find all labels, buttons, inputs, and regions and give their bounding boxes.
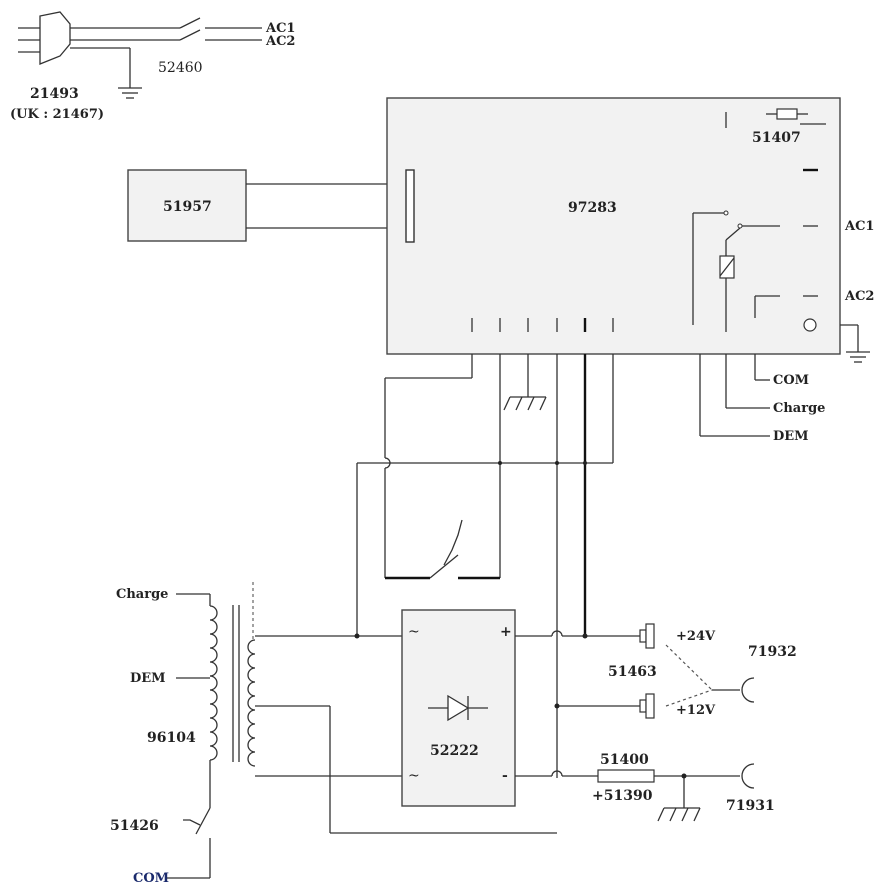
rect-plus-label: + bbox=[500, 624, 512, 640]
output-fuse bbox=[597, 769, 655, 783]
mains-switch bbox=[179, 17, 262, 41]
junction-dot bbox=[582, 633, 588, 639]
rect-ac-bottom-label: ~ bbox=[408, 768, 420, 784]
relay bbox=[692, 210, 818, 332]
junction-dot bbox=[681, 773, 687, 779]
junction-dot bbox=[354, 633, 360, 639]
thermal-switch bbox=[385, 519, 500, 580]
board-ac2-label: AC2 bbox=[844, 289, 874, 304]
junction-dot bbox=[554, 703, 560, 709]
switch-label: 52460 bbox=[158, 60, 203, 76]
junction-dot bbox=[498, 461, 502, 465]
mains-ac1-label: AC1 bbox=[265, 21, 295, 36]
rect-minus-label: - bbox=[502, 768, 508, 784]
tr-switch bbox=[165, 807, 211, 879]
com-out-label: COM bbox=[773, 373, 809, 388]
v24-label: +24V bbox=[676, 629, 716, 644]
main-board-label: 97283 bbox=[568, 200, 617, 216]
mains-ac2-label: AC2 bbox=[265, 34, 295, 49]
board-connector bbox=[405, 169, 415, 243]
plug-top-label: 71932 bbox=[748, 644, 797, 660]
transformer bbox=[176, 582, 557, 834]
v12-label: +12V bbox=[676, 703, 716, 718]
fuse-out-alt-label: +51390 bbox=[592, 788, 653, 804]
fuse-out-label: 51400 bbox=[600, 752, 649, 768]
mains-plug bbox=[18, 11, 180, 99]
dem-out-label: DEM bbox=[773, 429, 809, 444]
plug-label: 21493 bbox=[30, 86, 79, 102]
transformer-label: 96104 bbox=[147, 730, 196, 746]
diode-symbol bbox=[428, 694, 488, 722]
junction-dot bbox=[555, 461, 559, 465]
board-fuse bbox=[776, 108, 798, 120]
side-unit-box bbox=[127, 169, 247, 242]
charge-out-label: Charge bbox=[773, 401, 825, 416]
plug-uk-label: (UK : 21467) bbox=[10, 107, 104, 122]
tr-com-label: COM bbox=[133, 871, 169, 886]
tr-dem-label: DEM bbox=[130, 671, 166, 686]
board-fuse-label: 51407 bbox=[752, 130, 801, 146]
tr-switch-label: 51426 bbox=[110, 818, 159, 834]
rect-ac-top-label: ~ bbox=[408, 624, 420, 640]
rectifier-label: 52222 bbox=[430, 743, 479, 759]
tr-charge-label: Charge bbox=[116, 587, 168, 602]
connector-top-label: 51463 bbox=[608, 664, 657, 680]
side-unit-label: 51957 bbox=[163, 199, 212, 215]
junction-dot bbox=[583, 461, 587, 465]
plug-bottom-label: 71931 bbox=[726, 798, 775, 814]
board-ac1-label: AC1 bbox=[844, 219, 874, 234]
connector-51463 bbox=[639, 623, 755, 719]
